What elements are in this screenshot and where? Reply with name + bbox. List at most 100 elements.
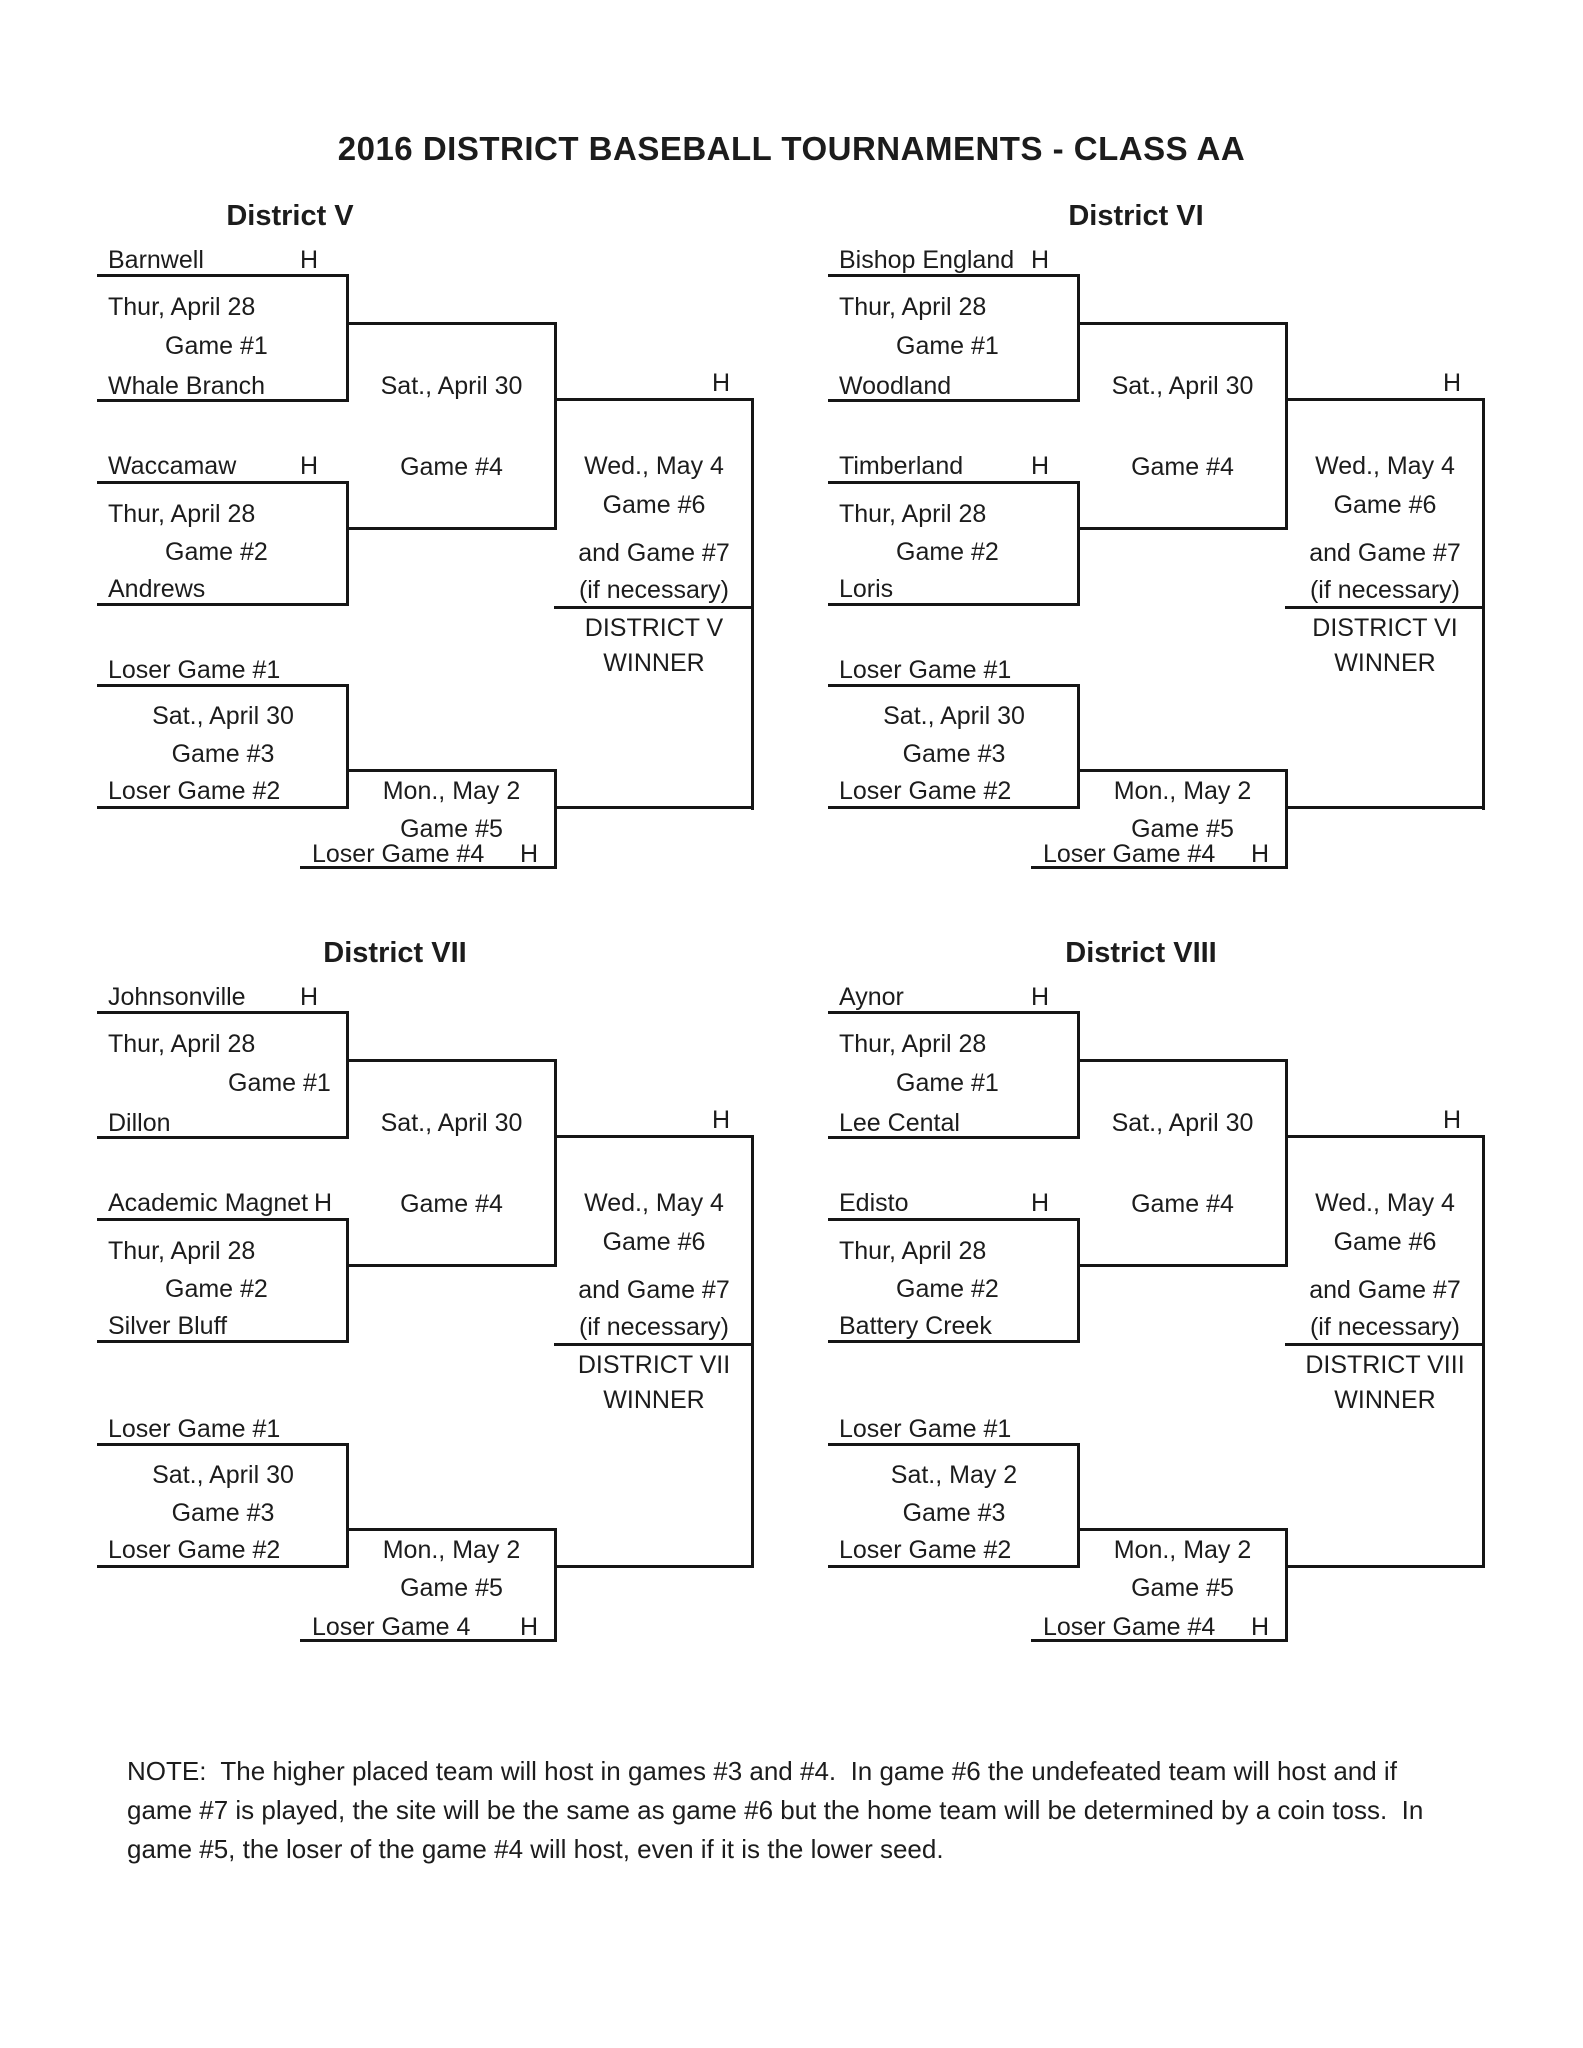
home-indicator: H: [300, 452, 319, 480]
game7-label: and Game #7: [578, 539, 730, 567]
bracket-line: [346, 684, 349, 809]
bracket-line: [1077, 1528, 1288, 1531]
game1-label: Game #1: [896, 1069, 999, 1097]
consolation-bracket: Loser Game #1 Sat., April 30 Game #3 Los…: [0, 759, 815, 1689]
game5-label: Game #5: [400, 1574, 503, 1602]
district-vii-bracket: District VII Johnsonville H Thur, April …: [0, 737, 815, 1667]
bracket-line: [828, 1218, 1080, 1221]
home-indicator: H: [1031, 452, 1050, 480]
bracket-line: [554, 1059, 557, 1267]
final-date: Wed., May 4: [584, 452, 724, 480]
bracket-line: [300, 866, 557, 869]
game7-label: and Game #7: [1309, 539, 1461, 567]
game4-label: Game #4: [400, 1190, 503, 1218]
bracket-line: [1285, 398, 1485, 401]
game6-label: Game #6: [1333, 1228, 1437, 1256]
home-indicator: H: [712, 369, 731, 397]
if-necessary-note: (if necessary): [1309, 576, 1461, 604]
bracket-line: [97, 274, 349, 277]
home-indicator: H: [1251, 840, 1270, 868]
bracket-line: [1285, 769, 1288, 869]
team-seed1-name: Barnwell: [108, 246, 204, 274]
home-indicator: H: [520, 840, 539, 868]
bracket-line: [97, 1340, 349, 1343]
bracket-line: [828, 1011, 1080, 1014]
home-indicator: H: [300, 983, 319, 1011]
bracket-line: [1031, 866, 1288, 869]
game7-label: and Game #7: [1309, 1276, 1461, 1304]
consolation-bracket: Loser Game #1 Sat., April 30 Game #3 Los…: [731, 0, 1546, 930]
home-indicator: H: [1031, 1189, 1050, 1217]
home-indicator: H: [1031, 246, 1050, 274]
bracket-line: [346, 1264, 557, 1267]
bracket-line: [1077, 527, 1288, 530]
bracket-line: [828, 1340, 1080, 1343]
district-title: District V: [226, 200, 354, 232]
bracket-line: [1285, 1528, 1288, 1642]
winner-label: WINNER: [1334, 649, 1436, 677]
team-seed1-name: Aynor: [839, 983, 904, 1011]
bracket-line: [1285, 322, 1288, 530]
winner-label: WINNER: [603, 649, 705, 677]
game3-label: Game #3: [902, 740, 1006, 768]
note-text: NOTE: The higher placed team will host i…: [127, 1756, 1431, 1864]
bracket-line: [97, 1011, 349, 1014]
game1-label: Game #1: [896, 332, 999, 360]
team-seed2-name: Academic Magnet: [108, 1189, 309, 1217]
winner-label: DISTRICT V: [584, 614, 724, 642]
bracket-line: [554, 1565, 754, 1568]
bracket-line: [1077, 684, 1080, 809]
team-seed3-name: Battery Creek: [839, 1312, 992, 1340]
game3-date: Sat., April 30: [152, 702, 294, 730]
bracket-line: [346, 1011, 349, 1139]
team-seed1-name: Bishop England: [839, 246, 1015, 274]
bracket-line: [97, 1218, 349, 1221]
game2-date: Thur, April 28: [108, 1237, 256, 1265]
game2-label: Game #2: [896, 1275, 999, 1303]
bracket-line: [346, 1443, 349, 1565]
bracket-line: [1031, 1639, 1288, 1642]
loser-game2-slot: Loser Game #2: [839, 1536, 1012, 1564]
loser-game1-slot: Loser Game #1: [108, 656, 281, 684]
bracket-line: [828, 1565, 1080, 1568]
winner-label: DISTRICT VII: [577, 1351, 731, 1379]
game5-host-slot: Loser Game #4: [1043, 1613, 1216, 1641]
bracket-line: [751, 398, 754, 810]
consolation-bracket: Loser Game #1 Sat., May 2 Game #3 Loser …: [731, 759, 1546, 1689]
bracket-line: [97, 1565, 349, 1568]
bracket-line: [97, 806, 349, 809]
home-indicator: H: [1443, 1106, 1462, 1134]
game5-host-slot: Loser Game #4: [312, 840, 485, 868]
home-indicator: H: [300, 246, 319, 274]
bracket-line: [346, 481, 349, 606]
loser-game2-slot: Loser Game #2: [108, 1536, 281, 1564]
bracket-line: [1077, 1443, 1080, 1565]
bracket-line: [554, 769, 557, 869]
bracket-line: [1077, 274, 1080, 402]
bracket-line: [751, 1135, 754, 1566]
district-title: District VI: [1068, 200, 1204, 232]
team-seed3-name: Loris: [839, 575, 894, 603]
bracket-line: [1285, 1343, 1485, 1346]
final-date: Wed., May 4: [1315, 452, 1455, 480]
bracket-line: [1482, 398, 1485, 810]
winner-label: DISTRICT VIII: [1305, 1351, 1465, 1379]
game6-label: Game #6: [602, 491, 706, 519]
game2-label: Game #2: [896, 538, 999, 566]
winner-label: DISTRICT VI: [1312, 614, 1458, 642]
bracket-line: [1077, 1011, 1080, 1139]
game1-label: Game #1: [165, 332, 268, 360]
bracket-line: [1077, 1059, 1288, 1062]
home-indicator: H: [314, 1189, 333, 1217]
game3-date: Sat., April 30: [883, 702, 1025, 730]
game3-date: Sat., May 2: [890, 1461, 1018, 1489]
bracket-line: [828, 806, 1080, 809]
bracket-line: [1077, 481, 1080, 606]
bracket-line: [97, 603, 349, 606]
loser-game1-slot: Loser Game #1: [839, 656, 1012, 684]
home-indicator: H: [1031, 983, 1050, 1011]
game6-label: Game #6: [1333, 491, 1437, 519]
loser-game1-slot: Loser Game #1: [839, 1415, 1012, 1443]
game5-host-slot: Loser Game #4: [1043, 840, 1216, 868]
game1-label: Game #1: [228, 1069, 331, 1097]
